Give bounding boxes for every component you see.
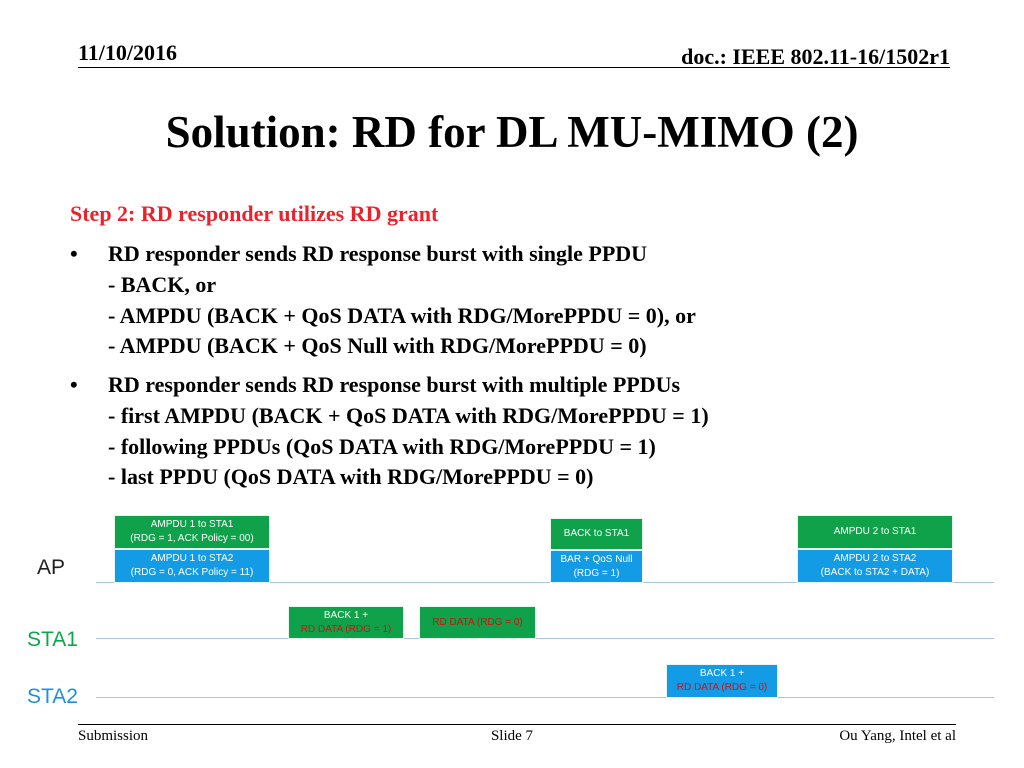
timeline-label-ap: AP [37, 556, 66, 579]
frame-ampdu2-sta2: AMPDU 2 to STA2 (BACK to STA2 + DATA) [797, 549, 953, 583]
slide-title: Solution: RD for DL MU-MIMO (2) [165, 107, 859, 157]
footer-authors: Ou Yang, Intel et al [839, 728, 956, 744]
frame-line: BACK to STA1 [563, 528, 630, 539]
frame-line: AMPDU 2 to STA2 [833, 553, 917, 564]
frame-line: (BACK to STA2 + DATA) [820, 567, 930, 578]
frame-bar-qos-null: BAR + QoS Null (RDG = 1) [550, 550, 643, 583]
bullet-text: RD responder sends RD response burst wit… [108, 241, 696, 359]
header-doc-id: doc.: IEEE 802.11-16/1502r1 [681, 44, 950, 69]
timeline-label-sta1: STA1 [27, 628, 78, 651]
frame-line: BAR + QoS Null [560, 553, 633, 565]
frame-line: (RDG = 1, ACK Policy = 00) [130, 533, 254, 544]
timeline-label-sta2: STA2 [27, 685, 78, 708]
frame-back-sta1: BACK to STA1 [550, 518, 643, 550]
bullet-marker: • [70, 372, 78, 397]
frame-sta1-rd-data: RD DATA (RDG = 0) [419, 606, 536, 639]
frame-ampdu2-sta1: AMPDU 2 to STA1 [797, 515, 953, 549]
frame-ampdu1-sta2: AMPDU 1 to STA2 (RDG = 0, ACK Policy = 1… [114, 549, 270, 583]
timeline-sta1 [96, 638, 994, 639]
timeline-ap [96, 582, 994, 583]
frame-line: AMPDU 2 to STA1 [833, 526, 917, 537]
frame-line: RD DATA (RDG = 1) [300, 623, 392, 635]
header-rule [78, 67, 950, 68]
frame-line: AMPDU 1 to STA1 [150, 519, 234, 530]
timeline-sta2 [96, 697, 994, 698]
header-date: 11/10/2016 [78, 40, 178, 65]
frame-line: BACK 1 + [323, 609, 369, 621]
footer-submission: Submission [78, 728, 149, 744]
bullet-text: RD responder sends RD response burst wit… [108, 372, 709, 490]
footer-rule [78, 724, 956, 725]
bullet-marker: • [70, 241, 78, 266]
frame-line: BACK 1 + [699, 668, 745, 679]
frame-line: RD DATA (RDG = 0) [676, 682, 768, 693]
frame-line: (RDG = 1) [573, 567, 620, 579]
frame-sta1-back-rd-data: BACK 1 + RD DATA (RDG = 1) [288, 606, 404, 639]
frame-line: AMPDU 1 to STA2 [150, 553, 234, 564]
frame-sta2-back-rd-data: BACK 1 + RD DATA (RDG = 0) [666, 664, 778, 698]
step-heading: Step 2: RD responder utilizes RD grant [70, 201, 439, 226]
frame-line: RD DATA (RDG = 0) [432, 616, 523, 628]
footer-slide-number: Slide 7 [490, 728, 534, 744]
frame-line: (RDG = 0, ACK Policy = 11) [130, 567, 254, 578]
frame-ampdu1-sta1: AMPDU 1 to STA1 (RDG = 1, ACK Policy = 0… [114, 515, 270, 549]
